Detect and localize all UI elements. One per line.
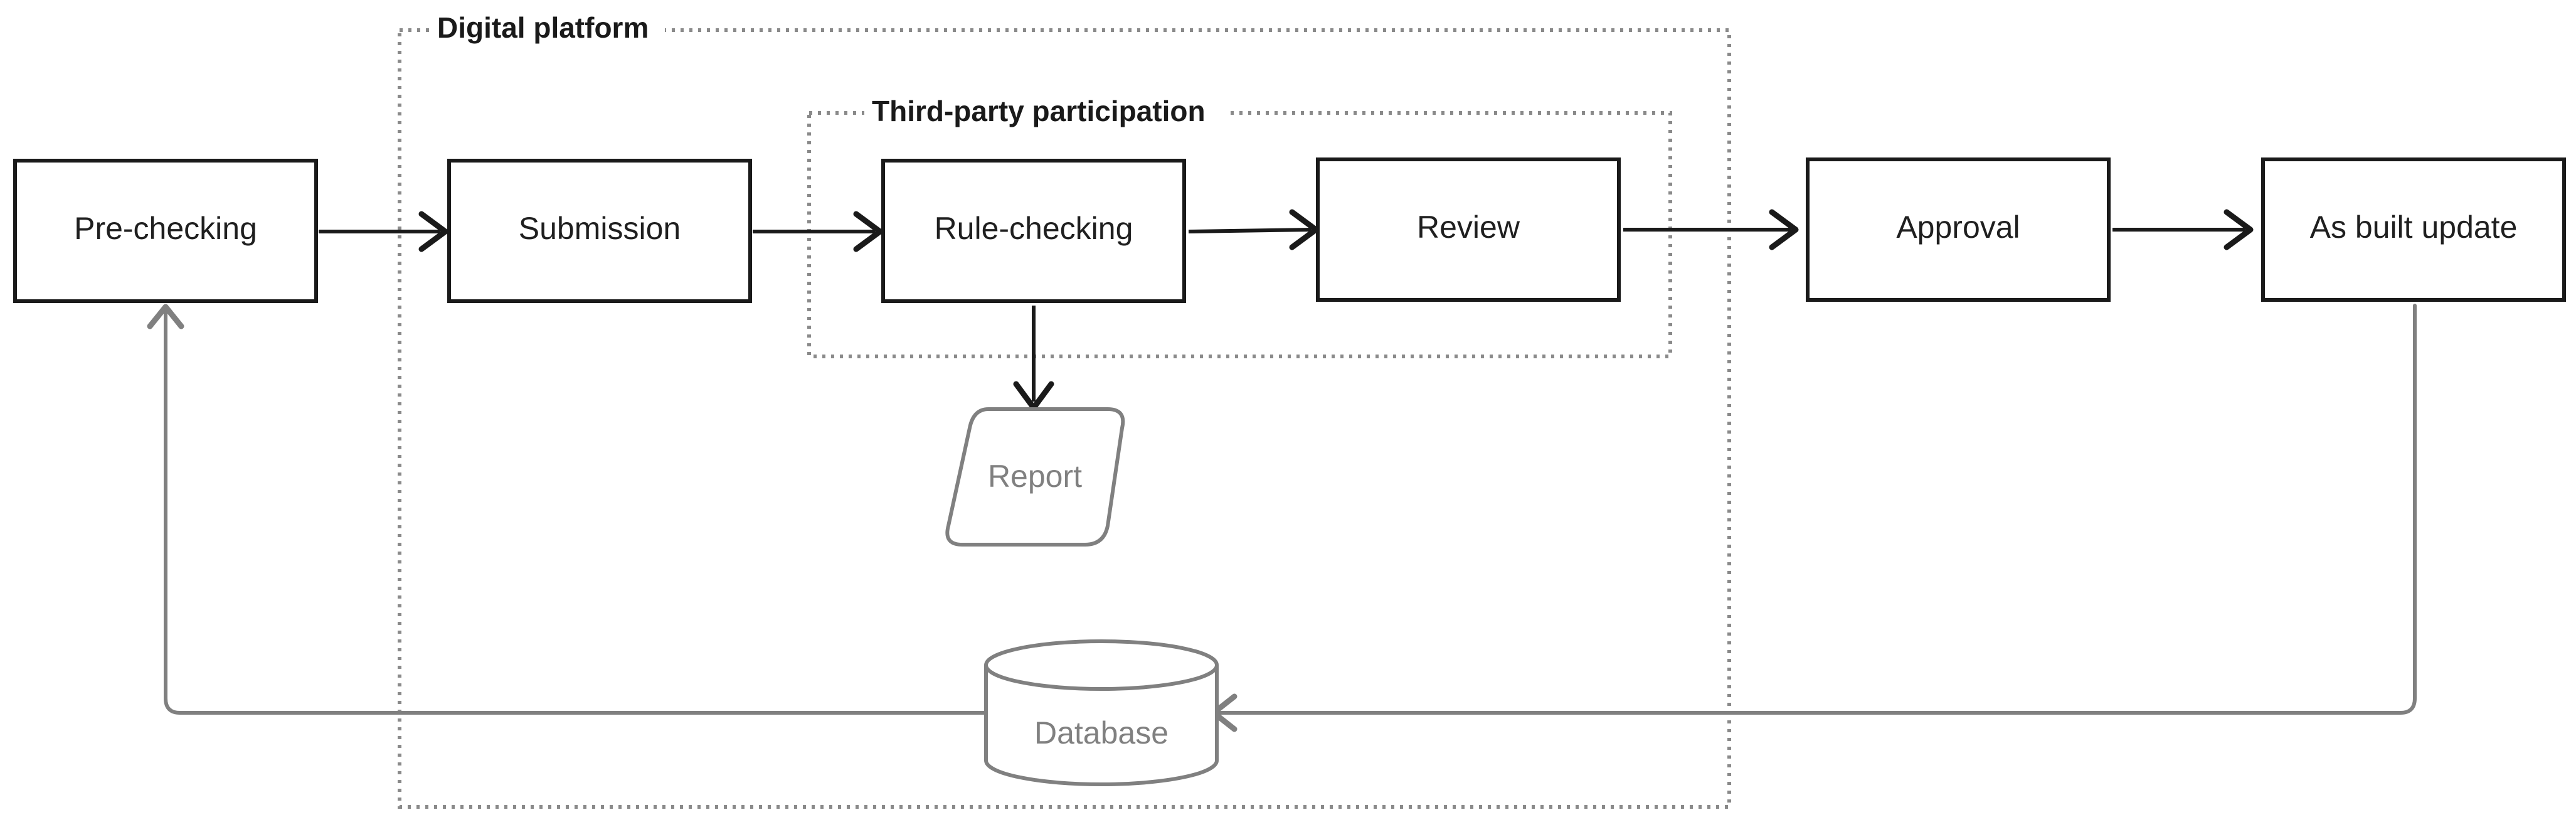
report-label: Report: [988, 459, 1082, 494]
node-pre-checking: Pre-checking: [13, 159, 318, 303]
node-report: Report: [945, 407, 1125, 547]
database-label: Database: [1034, 715, 1169, 750]
submission-label: Submission: [519, 211, 681, 246]
third-party-border: [807, 111, 1672, 358]
review-label: Review: [1417, 210, 1520, 245]
pre-checking-label: Pre-checking: [74, 211, 257, 246]
database-top: [984, 639, 1219, 691]
arrowhead-to-asbuilt: [2224, 209, 2254, 250]
main-flow-connectors: [319, 228, 2245, 402]
digital-platform-label-bg: [430, 9, 665, 49]
connector-rulecheck-to-review: [1188, 228, 1312, 233]
third-party-group: Third-party participation: [807, 92, 1672, 358]
arrowhead-to-rulecheck: [853, 211, 883, 252]
digital-platform-label: Digital platform: [437, 11, 649, 44]
as-built-update-label: As built update: [2310, 210, 2518, 245]
rule-checking-label: Rule-checking: [935, 211, 1133, 246]
arrowhead-to-submission: [418, 211, 448, 252]
node-approval: Approval: [1806, 157, 2111, 302]
node-database: Database: [984, 639, 1219, 786]
node-submission: Submission: [447, 159, 752, 303]
third-party-label: Third-party participation: [872, 95, 1206, 127]
digital-platform-group: Digital platform: [398, 9, 1731, 809]
feedback-loop: [147, 304, 2417, 732]
approval-label: Approval: [1896, 210, 2020, 245]
connector-database-to-precheck: [164, 307, 988, 715]
third-party-label-bg: [864, 92, 1231, 132]
main-flow-arrowheads: [418, 209, 2254, 411]
node-rule-checking: Rule-checking: [881, 159, 1186, 303]
arrowhead-to-approval: [1769, 209, 1799, 250]
connector-asbuilt-to-database: [1215, 304, 2417, 715]
node-review: Review: [1316, 157, 1621, 302]
arrowhead-to-precheck: [147, 304, 184, 329]
database-body: [984, 665, 1219, 786]
report-shape: [945, 407, 1125, 547]
node-as-built-update: As built update: [2261, 157, 2566, 302]
